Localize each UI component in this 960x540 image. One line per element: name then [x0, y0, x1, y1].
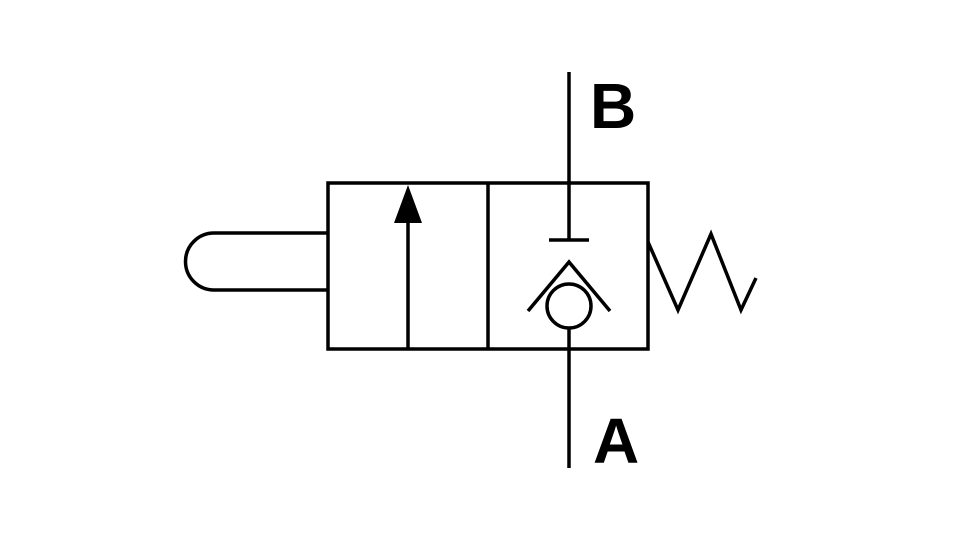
port-b-line — [549, 72, 589, 242]
port-b-label: B — [590, 70, 636, 142]
port-a-label: A — [593, 405, 639, 477]
flow-arrow-icon — [394, 185, 422, 349]
spring-return-icon — [646, 229, 758, 315]
check-valve-icon — [526, 259, 612, 330]
push-button-actuator-icon — [183, 231, 328, 292]
